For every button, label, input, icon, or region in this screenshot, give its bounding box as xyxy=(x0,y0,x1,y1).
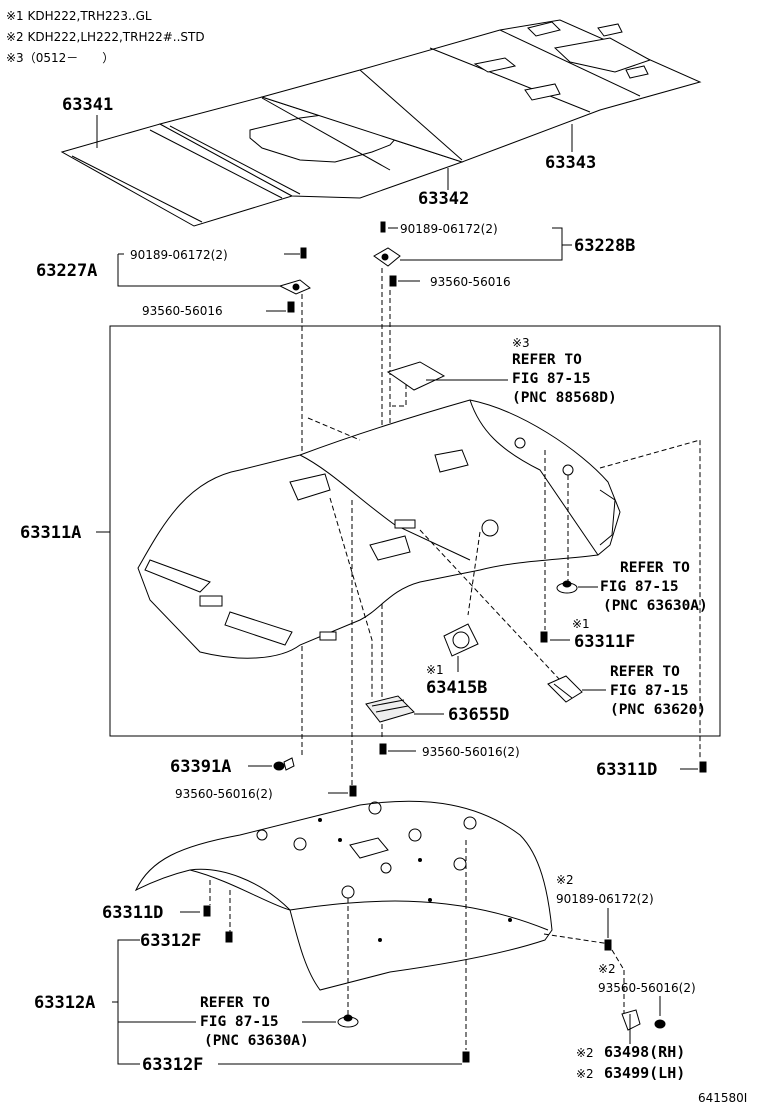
ref-63630A-a-line1: REFER TO xyxy=(620,560,690,576)
ref-63620-line1: REFER TO xyxy=(610,664,680,680)
roof-insulator-sheets xyxy=(60,19,702,227)
mark-2-93560: ※2 xyxy=(598,962,616,976)
headliner-63312A xyxy=(134,800,553,991)
ref-63620-line3: (PNC 63620) xyxy=(610,702,706,718)
label-63655D: 63655D xyxy=(448,705,509,725)
screw-90189-b xyxy=(380,221,386,233)
bracket-63498 xyxy=(621,1009,641,1044)
ref-63630A-a-line3: (PNC 63630A) xyxy=(603,598,708,614)
note-1: ※1 KDH222,TRH223..GL xyxy=(6,9,152,23)
label-63228B: 63228B xyxy=(574,236,635,256)
grille-63415B xyxy=(443,623,479,657)
label-63311D-a: 63311D xyxy=(102,903,163,923)
ref-63630A-b-line3: (PNC 63630A) xyxy=(204,1033,309,1049)
label-93560-d: 93560-56016(2) xyxy=(175,787,273,801)
label-63312A: 63312A xyxy=(34,993,95,1013)
label-63311F: 63311F xyxy=(574,632,635,652)
screw-63311D-a xyxy=(203,905,211,917)
label-90189-c: 90189-06172(2) xyxy=(556,892,654,906)
mark-2-90189: ※2 xyxy=(556,873,574,887)
screw-93560-b xyxy=(389,275,397,287)
screw-93560-e xyxy=(654,1019,666,1029)
label-93560-e: 93560-56016(2) xyxy=(598,981,696,995)
label-90189-b: 90189-06172(2) xyxy=(400,222,498,236)
label-63312F-a: 63312F xyxy=(140,931,201,951)
figure-code: 641580I xyxy=(698,1091,747,1105)
headliner-group-box xyxy=(109,325,721,737)
screw-90189-c xyxy=(604,939,612,951)
ref-63630A-b-line2: FIG 87-15 xyxy=(200,1014,279,1030)
ref-63630A-b-line1: REFER TO xyxy=(200,995,270,1011)
label-63312F-b: 63312F xyxy=(142,1055,203,1075)
label-63311D-b: 63311D xyxy=(596,760,657,780)
note-2: ※2 KDH222,LH222,TRH22#..STD xyxy=(6,30,205,44)
screw-63311F xyxy=(540,631,548,643)
mark-1-63415B: ※1 xyxy=(426,663,444,677)
screw-63311D-b xyxy=(699,761,707,773)
clip-refer-63630A-a xyxy=(556,580,578,594)
mark-2-63499: ※2 xyxy=(576,1067,594,1081)
label-63341: 63341 xyxy=(62,95,113,115)
screw-93560-d xyxy=(349,785,357,797)
label-63415B: 63415B xyxy=(426,678,487,698)
ref-63620-line2: FIG 87-15 xyxy=(610,683,689,699)
label-63498: 63498(RH) xyxy=(604,1043,685,1061)
label-90189-a: 90189-06172(2) xyxy=(130,248,228,262)
label-93560-a: 93560-56016 xyxy=(142,304,223,318)
plate-refer-88568D xyxy=(386,361,446,391)
clip-63391A xyxy=(273,757,295,771)
label-63391A: 63391A xyxy=(170,757,231,777)
note-3: ※3（0512－ ） xyxy=(6,51,114,65)
clip-63228B xyxy=(373,247,401,267)
label-93560-c: 93560-56016(2) xyxy=(422,745,520,759)
label-63499: 63499(LH) xyxy=(604,1064,685,1082)
headliner-63311A xyxy=(137,399,621,659)
ref-63630A-a-line2: FIG 87-15 xyxy=(600,579,679,595)
screw-93560-a xyxy=(287,301,295,313)
ref-88568D-line2: FIG 87-15 xyxy=(512,371,591,387)
screw-63312F-a xyxy=(225,931,233,943)
cover-63655D xyxy=(365,695,415,723)
label-93560-b: 93560-56016 xyxy=(430,275,511,289)
label-63311A: 63311A xyxy=(20,523,81,543)
ref-88568D-line3: (PNC 88568D) xyxy=(512,390,617,406)
mark-2-63498: ※2 xyxy=(576,1046,594,1060)
screw-93560-c xyxy=(379,743,387,755)
label-63343: 63343 xyxy=(545,153,596,173)
label-63227A: 63227A xyxy=(36,261,97,281)
mark-3-refer: ※3 xyxy=(512,336,530,350)
clip-refer-63630A-b xyxy=(337,1014,359,1028)
clip-63227A xyxy=(278,247,311,295)
lamp-refer-63620 xyxy=(547,675,583,703)
ref-88568D-line1: REFER TO xyxy=(512,352,582,368)
mark-1-63311F: ※1 xyxy=(572,617,590,631)
label-63342: 63342 xyxy=(418,189,469,209)
screw-63312F-b xyxy=(462,1051,470,1063)
